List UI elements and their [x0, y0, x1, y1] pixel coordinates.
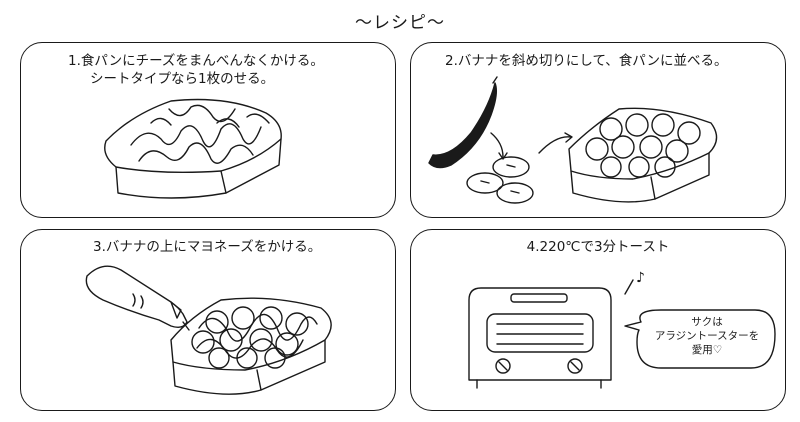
step-4-caption: 4.220℃で3分トースト: [411, 238, 785, 256]
step-2-caption: 2.バナナを斜め切りにして、食パンに並べる。: [445, 52, 728, 70]
step-4-number: 4.: [526, 239, 540, 255]
music-note-icon: ♪: [636, 270, 645, 286]
step-1-line1: 食パンにチーズをまんべんなくかける。: [80, 53, 324, 69]
bubble-line-3: 愛用♡: [691, 344, 723, 356]
step-1-line2: シートタイプなら1枚のせる。: [90, 71, 275, 87]
bubble-line-1: サクは: [691, 316, 723, 328]
toast-with-cheese-illustration: [104, 98, 282, 199]
banana-slicing-illustration: [428, 76, 718, 204]
step-1-number: 1.: [68, 53, 81, 69]
step-1-caption: 1.食パンにチーズをまんべんなくかける。 シートタイプなら1枚のせる。: [68, 52, 324, 88]
step-2-line1: バナナを斜め切りにして、食パンに並べる。: [457, 53, 728, 69]
step-1-panel: 1.食パンにチーズをまんべんなくかける。 シートタイプなら1枚のせる。: [20, 42, 396, 218]
recipe-title: 〜レシピ〜: [355, 13, 445, 33]
toaster-illustration: [468, 279, 776, 389]
mayonnaise-on-toast-illustration: [85, 265, 332, 395]
step-3-number: 3.: [93, 239, 106, 255]
banana-slices: [466, 156, 534, 204]
step-3-caption: 3.バナナの上にマヨネーズをかける。: [93, 238, 321, 256]
step-4-panel: 4.220℃で3分トースト ♪ サクは アラジントースターを 愛用♡: [410, 229, 786, 411]
bubble-line-2: アラジントースターを: [654, 330, 760, 342]
step-3-panel: 3.バナナの上にマヨネーズをかける。: [20, 229, 396, 411]
speech-bubble-text: サクは アラジントースターを 愛用♡: [639, 315, 775, 357]
step-2-number: 2.: [445, 53, 458, 69]
step-4-line1: 220℃で3分トースト: [539, 239, 670, 255]
step-3-line1: バナナの上にマヨネーズをかける。: [105, 239, 322, 255]
step-2-panel: 2.バナナを斜め切りにして、食パンに並べる。: [410, 42, 786, 218]
